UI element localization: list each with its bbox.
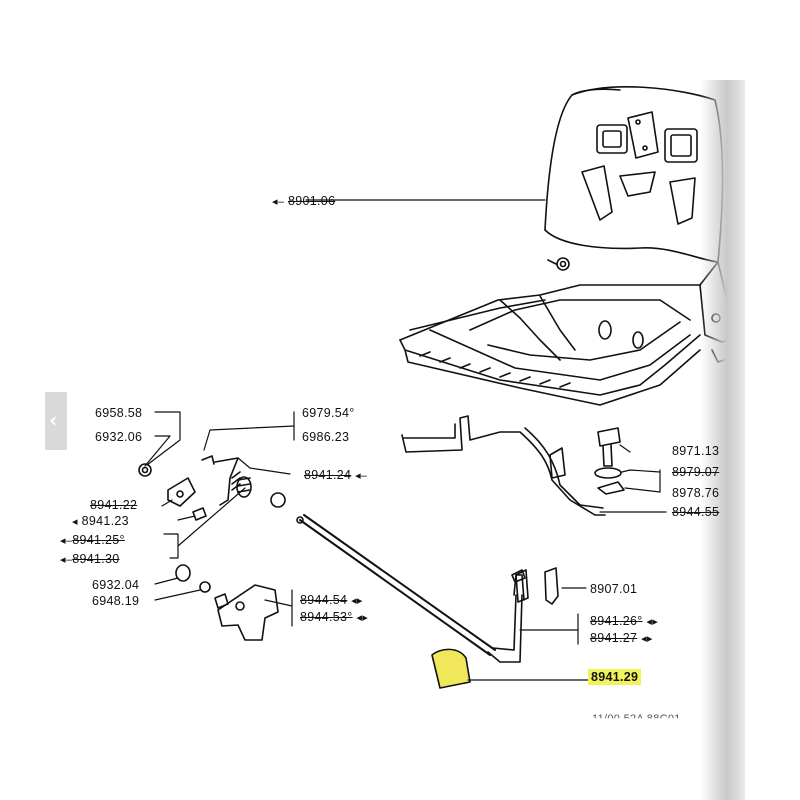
seat-assembly	[399, 86, 741, 406]
arrow-both-icon: ◂▸	[351, 595, 363, 607]
part-label-8944-54[interactable]: 8944.54 ◂▸	[300, 593, 363, 607]
part-label-8944-55[interactable]: 8944.55	[672, 505, 720, 519]
seat-bracket	[401, 415, 606, 516]
highlighted-cap-8941-29	[431, 648, 471, 689]
arrow-left-icon: ◂–	[60, 554, 73, 566]
part-label-6979-54[interactable]: 6979.54°	[302, 406, 355, 420]
part-label-6958-58[interactable]: 6958.58	[95, 406, 143, 420]
part-label-8944-53[interactable]: 8944.53° ◂▸	[300, 610, 369, 624]
tab-chevron-icon: ‹	[49, 408, 58, 432]
footer-reference-code: 11/00 52A 88C01	[592, 713, 681, 725]
part-label-8941-29[interactable]: 8941.29	[588, 669, 642, 685]
arrow-left-icon: ◂–	[272, 196, 285, 208]
arrow-left-icon: ◂	[72, 516, 78, 528]
part-label-8941-30[interactable]: ◂–8941.30	[60, 552, 120, 566]
part-label-6932-06[interactable]: 6932.06	[95, 430, 143, 444]
part-label-8941-22[interactable]: 8941.22	[90, 498, 138, 512]
bolt-assembly	[594, 427, 625, 495]
arrow-both-icon: ◂▸	[646, 616, 659, 628]
page-tab-marker: ‹	[45, 392, 67, 450]
part-label-6948-19[interactable]: 6948.19	[92, 594, 140, 608]
arrow-both-icon: ◂▸	[641, 633, 653, 645]
scan-shadow	[700, 80, 745, 800]
part-label-8941-25[interactable]: ◂–8941.25°	[60, 533, 125, 547]
part-label-8941-26[interactable]: 8941.26° ◂▸	[590, 614, 659, 628]
arrow-left-icon: ◂–	[355, 470, 368, 482]
left-mechanism	[138, 455, 304, 641]
part-label-6986-23[interactable]: 6986.23	[302, 430, 350, 444]
part-label-8979-07[interactable]: 8979.07	[672, 465, 720, 479]
release-rod	[299, 514, 559, 663]
part-label-8971-13[interactable]: 8971.13	[672, 444, 720, 458]
leader-lines	[144, 199, 667, 681]
arrow-both-icon: ◂▸	[356, 612, 369, 624]
part-label-8941-27[interactable]: 8941.27 ◂▸	[590, 631, 653, 645]
part-label-6932-04[interactable]: 6932.04	[92, 578, 140, 592]
arrow-left-icon: ◂–	[60, 535, 73, 547]
part-label-8941-23[interactable]: ◂ 8941.23	[72, 514, 129, 528]
part-label-8941-24[interactable]: 8941.24 ◂–	[304, 468, 368, 482]
part-label-8978-76[interactable]: 8978.76	[672, 486, 720, 500]
part-label-8907-01[interactable]: 8907.01	[590, 582, 638, 596]
part-label-8901-06[interactable]: ◂– 8901.06	[272, 194, 336, 208]
